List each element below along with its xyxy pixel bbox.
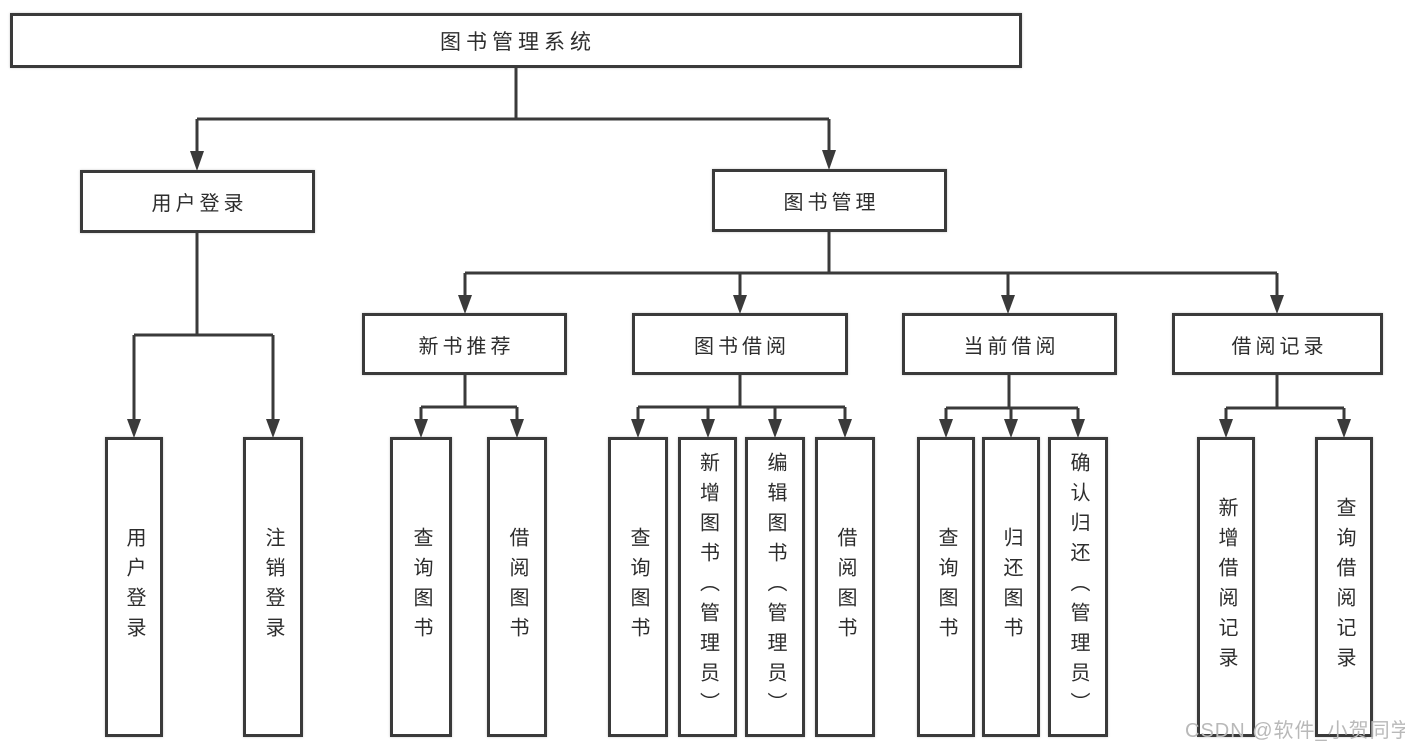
node-book-borrowing: 图书借阅 bbox=[632, 313, 848, 375]
node-leaf-confirm-return-admin: 确认归还（管理员） bbox=[1048, 437, 1108, 737]
connector-lines bbox=[132, 68, 1346, 420]
node-leaf-add-books-admin: 新增图书（管理员） bbox=[678, 437, 737, 737]
node-leaf-query-books-borrow: 查询图书 bbox=[608, 437, 668, 737]
arrowheads bbox=[127, 150, 1351, 438]
node-user-login: 用户登录 bbox=[80, 170, 315, 233]
node-leaf-query-books-current: 查询图书 bbox=[917, 437, 975, 737]
node-leaf-user-login: 用户登录 bbox=[105, 437, 163, 737]
node-leaf-borrow-books-recommend: 借阅图书 bbox=[487, 437, 547, 737]
node-leaf-query-borrow-record: 查询借阅记录 bbox=[1315, 437, 1373, 737]
node-new-book-recommend: 新书推荐 bbox=[362, 313, 567, 375]
node-leaf-return-books: 归还图书 bbox=[982, 437, 1040, 737]
watermark: CSDN @软件_小贺同学 bbox=[1185, 720, 1405, 742]
node-leaf-logout: 注销登录 bbox=[243, 437, 303, 737]
node-leaf-borrow-books: 借阅图书 bbox=[815, 437, 875, 737]
node-leaf-edit-books-admin: 编辑图书（管理员） bbox=[745, 437, 805, 737]
node-book-management: 图书管理 bbox=[712, 169, 947, 232]
node-borrowing-records: 借阅记录 bbox=[1172, 313, 1383, 375]
node-library-management-system: 图书管理系统 bbox=[10, 13, 1022, 68]
node-current-borrowing: 当前借阅 bbox=[902, 313, 1117, 375]
node-leaf-add-borrow-record: 新增借阅记录 bbox=[1197, 437, 1255, 737]
node-leaf-query-books-recommend: 查询图书 bbox=[390, 437, 452, 737]
